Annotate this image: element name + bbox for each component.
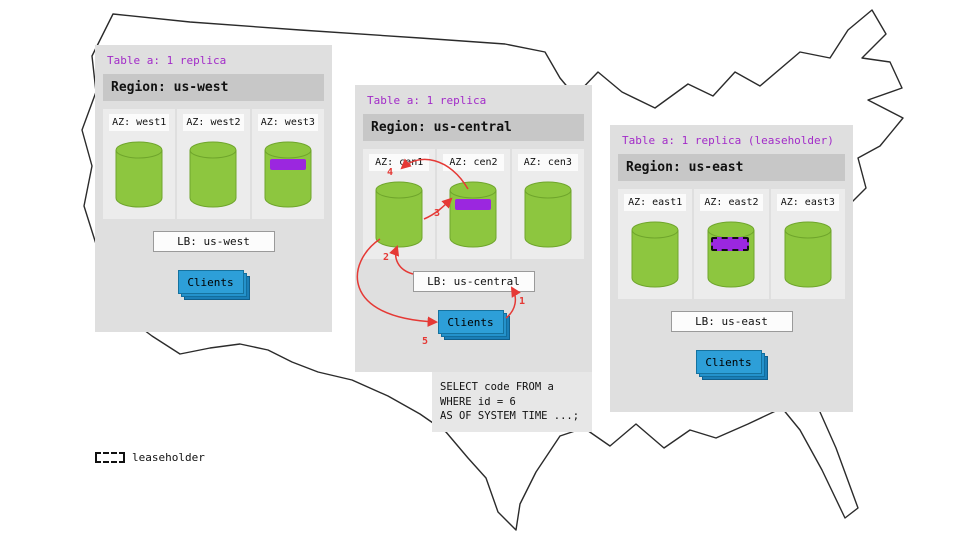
region-title: Region: us-east [618, 154, 845, 181]
az-label: AZ: cen1 [369, 154, 430, 171]
database-cylinder-icon [706, 221, 756, 289]
leaseholder-range-band [711, 237, 750, 251]
legend: leaseholder [95, 451, 205, 464]
az-label: AZ: east1 [624, 194, 687, 211]
database-cylinder-icon [188, 141, 238, 209]
az-label: AZ: cen3 [517, 154, 578, 171]
az-column-east2: AZ: east2 [694, 189, 769, 299]
database-cylinder-icon [630, 221, 680, 289]
az-label: AZ: east2 [700, 194, 763, 211]
az-column-east1: AZ: east1 [618, 189, 693, 299]
region-box-us-central: Table a: 1 replica Region: us-central AZ… [355, 85, 592, 372]
az-column-cen1: AZ: cen1 [363, 149, 436, 259]
table-replica-label: Table a: 1 replica (leaseholder) [622, 134, 834, 147]
clients-box: Clients [177, 270, 244, 294]
az-label: AZ: east3 [776, 194, 839, 211]
legend-label: leaseholder [132, 451, 205, 464]
region-title: Region: us-west [103, 74, 324, 101]
clients-box: Clients [695, 350, 762, 374]
clients-node-us-central: Clients [437, 310, 510, 342]
sql-line: WHERE id = 6 [440, 395, 516, 408]
az-column-west2: AZ: west2 [177, 109, 250, 219]
clients-node-us-west: Clients [177, 270, 250, 302]
load-balancer-us-east: LB: us-east [670, 311, 793, 332]
table-replica-label: Table a: 1 replica [367, 94, 487, 107]
table-replica-label: Table a: 1 replica [107, 54, 227, 67]
database-cylinder-icon [448, 181, 498, 249]
az-column-cen2: AZ: cen2 [437, 149, 510, 259]
az-label: AZ: cen2 [443, 154, 504, 171]
az-label: AZ: west1 [109, 114, 170, 131]
az-column-west1: AZ: west1 [103, 109, 176, 219]
database-cylinder-icon [263, 141, 313, 209]
az-label: AZ: west2 [183, 114, 244, 131]
region-title: Region: us-central [363, 114, 584, 141]
sql-line: SELECT code FROM a [440, 381, 554, 393]
replica-range-band [455, 199, 492, 210]
flow-step-number-2: 2 [383, 252, 390, 263]
az-row: AZ: west1 AZ: west2 AZ: [103, 109, 324, 219]
load-balancer-us-west: LB: us-west [152, 231, 275, 252]
az-column-east3: AZ: east3 [770, 189, 845, 299]
flow-step-number-1: 1 [519, 296, 526, 307]
az-column-west3: AZ: west3 [251, 109, 324, 219]
region-box-us-east: Table a: 1 replica (leaseholder) Region:… [610, 125, 853, 412]
sql-query: SELECT code FROM a WHERE id = 6 AS OF SY… [432, 372, 592, 433]
az-row: AZ: cen1 AZ: cen2 [363, 149, 584, 259]
load-balancer-us-central: LB: us-central [412, 271, 535, 292]
flow-step-number-4: 4 [387, 167, 394, 178]
az-row: AZ: east1 AZ: east2 [618, 189, 845, 299]
database-cylinder-icon [114, 141, 164, 209]
clients-box: Clients [437, 310, 504, 334]
clients-node-us-east: Clients [695, 350, 768, 382]
flow-step-number-5: 5 [422, 336, 429, 347]
az-column-cen3: AZ: cen3 [511, 149, 584, 259]
sql-line: AS OF SYSTEM TIME ...; [440, 410, 580, 423]
database-cylinder-icon [523, 181, 573, 249]
database-cylinder-icon [783, 221, 833, 289]
az-label: AZ: west3 [257, 114, 318, 131]
replica-range-band [269, 159, 306, 170]
region-box-us-west: Table a: 1 replica Region: us-west AZ: w… [95, 45, 332, 332]
database-cylinder-icon [374, 181, 424, 249]
leaseholder-dashed-box-icon [95, 452, 125, 463]
flow-step-number-3: 3 [434, 208, 441, 219]
